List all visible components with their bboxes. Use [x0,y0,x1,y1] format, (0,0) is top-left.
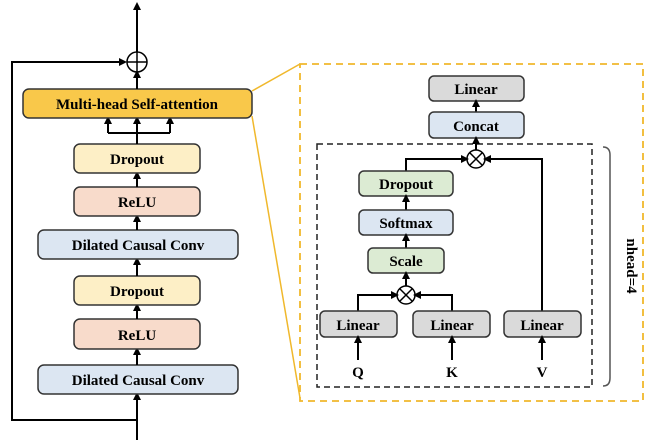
dropout-bottom-label: Dropout [110,284,164,300]
softmax-label: Softmax [379,216,433,232]
qkv-branch-arrows [104,116,174,144]
heads-label: nhead=4 [623,238,639,294]
detail-frame [299,63,644,402]
heads-brace [602,146,611,387]
linear-q-label: Linear [336,318,380,334]
relu-top-label: ReLU [118,195,156,211]
qk-multiply-icon [396,285,416,305]
head-group-frame [316,143,593,388]
zoom-connectors [251,63,301,399]
conv-top-label: Dilated Causal Conv [72,238,205,254]
inner-dropout-label: Dropout [379,177,433,193]
scale-label: Scale [389,254,423,270]
linear-out-label: Linear [454,82,498,98]
dropout-top-label: Dropout [110,152,164,168]
linear-v-label: Linear [520,318,564,334]
arrow-dropout-to-mult [405,155,469,171]
arrow-v-to-mult [483,155,543,311]
attention-multiply-icon [466,149,486,169]
conv-bottom-label: Dilated Causal Conv [72,373,205,389]
residual-add-icon [126,51,148,73]
concat-label: Concat [453,119,499,135]
attention-label: Multi-head Self-attention [56,97,219,113]
relu-bottom-label: ReLU [118,328,156,344]
input-v-label: V [537,365,548,381]
left-stack: Dilated Causal Conv ReLU Dropout Dilated… [11,2,253,440]
input-q-label: Q [352,365,364,381]
arrow-q-to-mult [357,291,399,311]
arrow-k-to-mult [413,291,453,311]
attention-detail: nhead=4 Linear Concat Dropout Softmax Sc… [299,63,644,402]
linear-k-label: Linear [430,318,474,334]
input-k-label: K [446,365,458,381]
